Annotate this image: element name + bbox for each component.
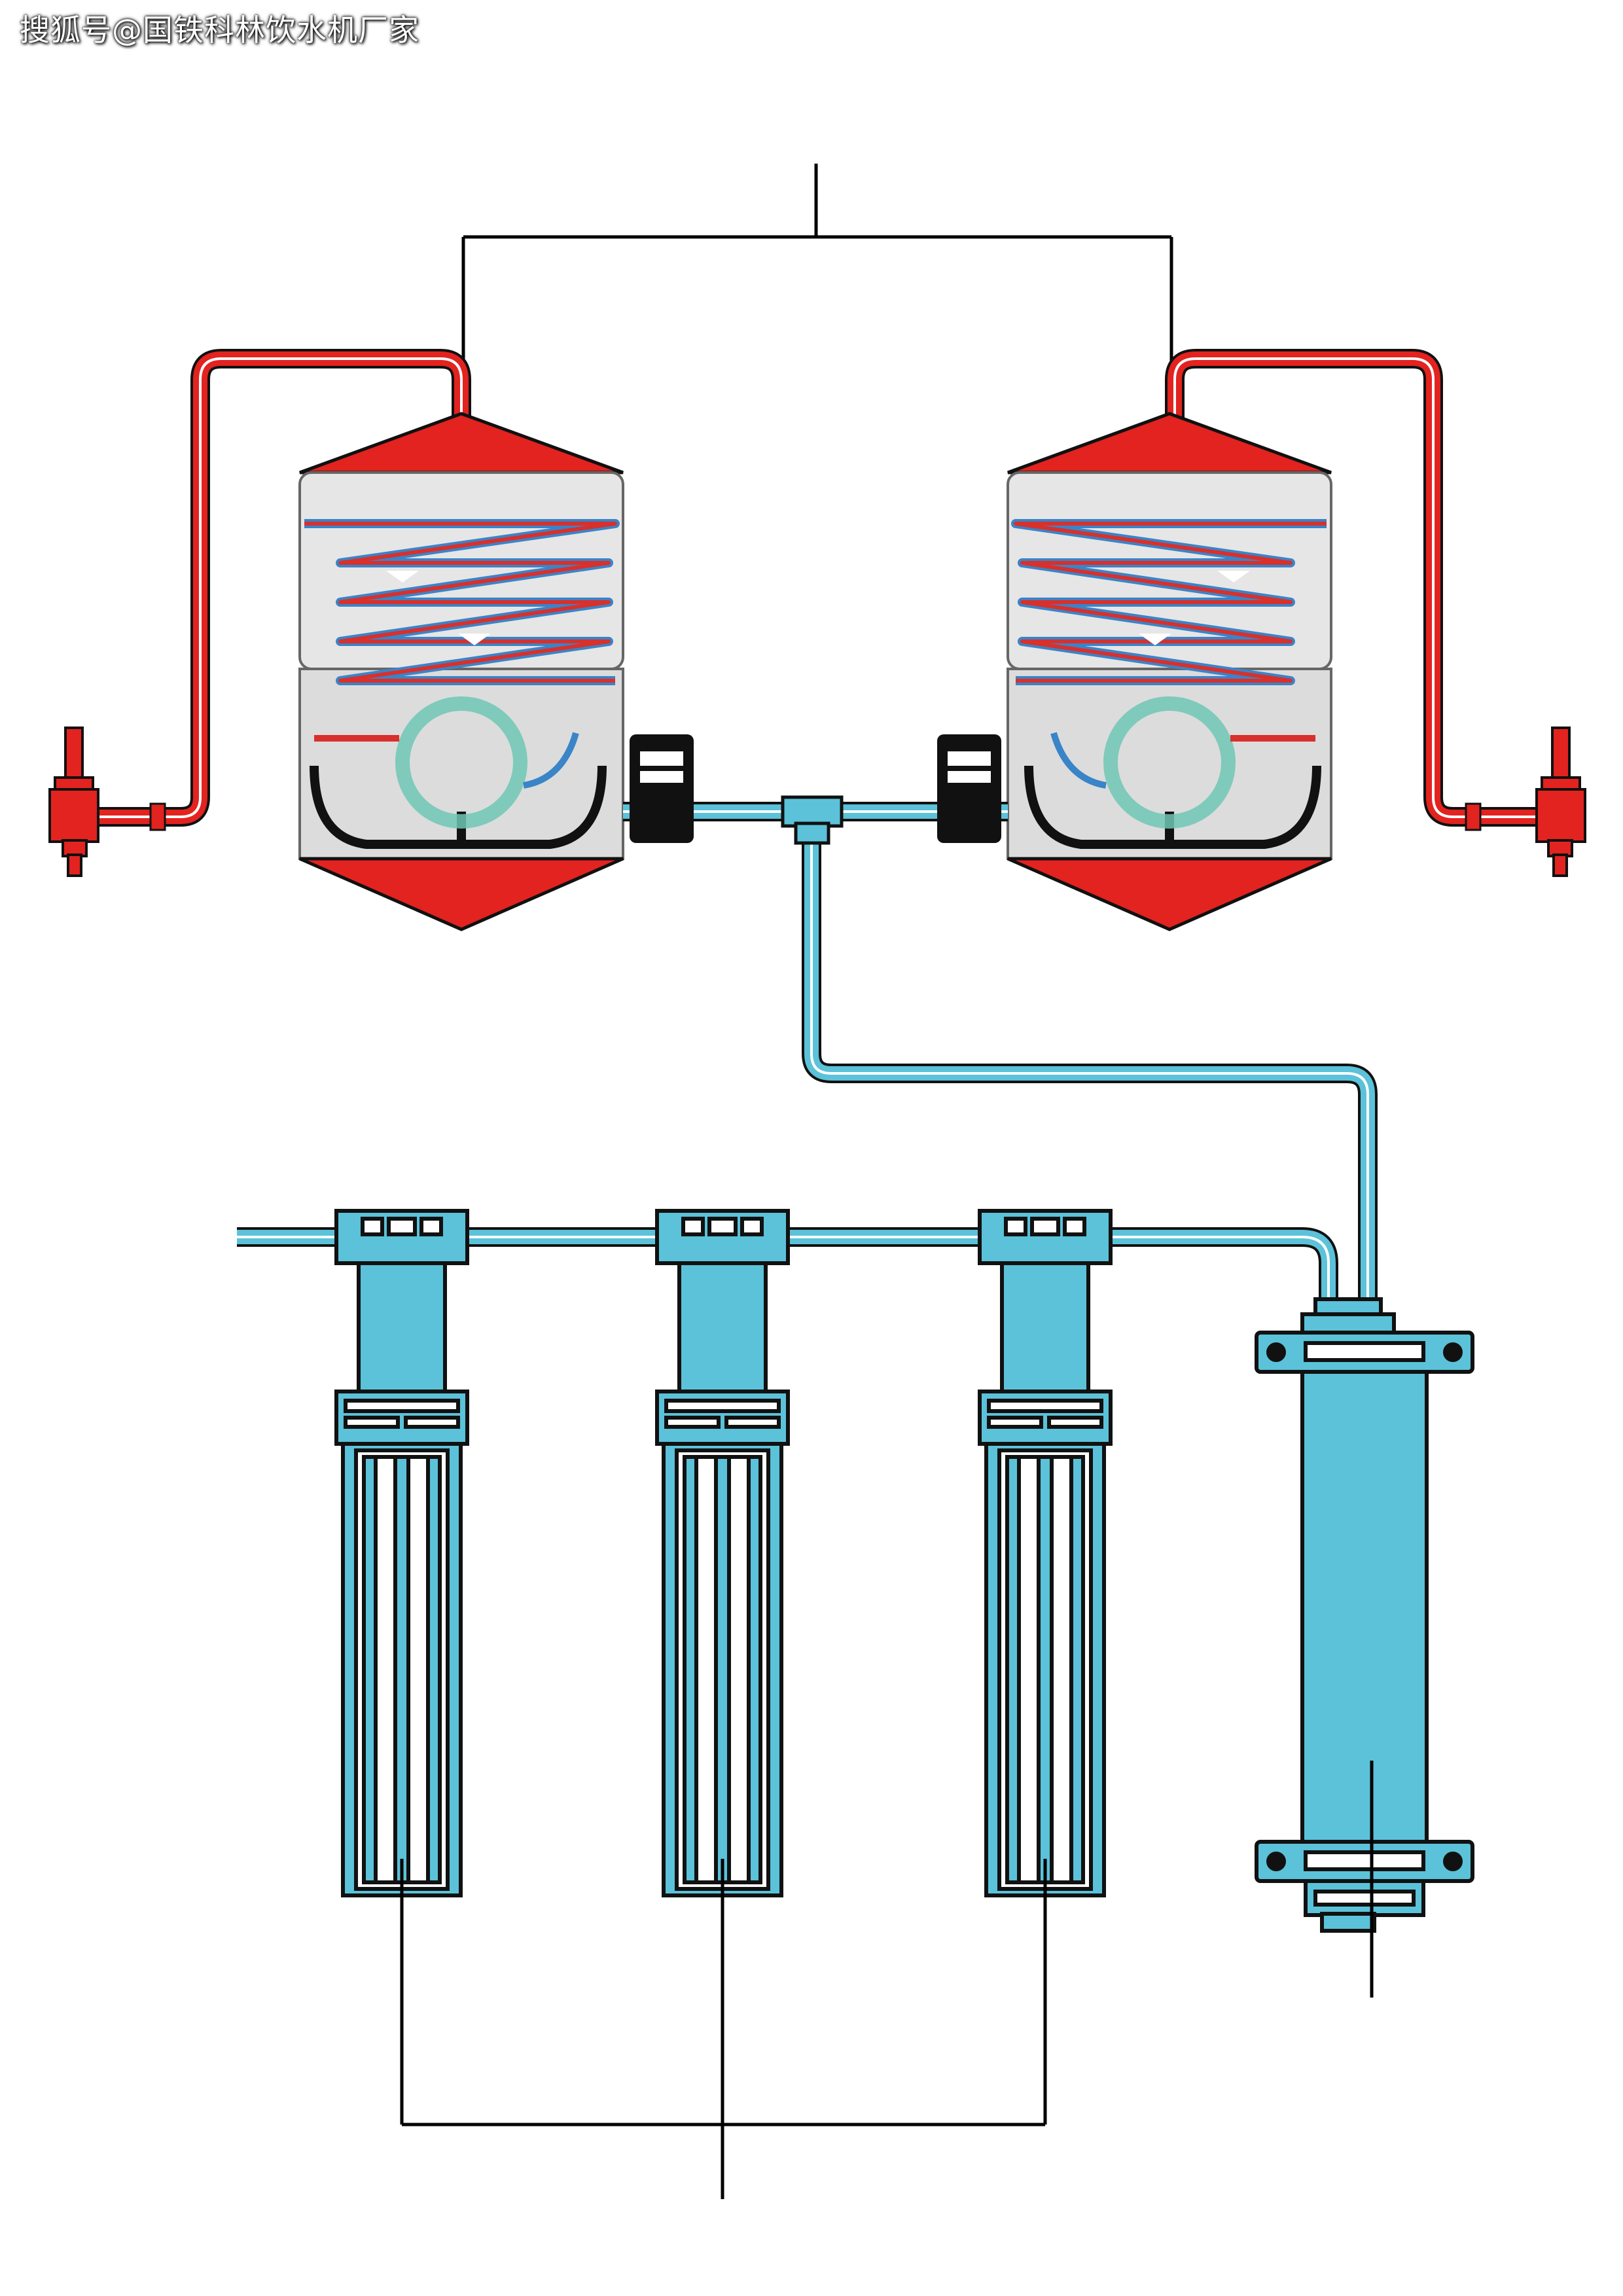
right-heater-tank <box>1007 412 1332 931</box>
filter-neck <box>1000 1261 1090 1393</box>
watermark-text: 搜狐号@国铁科林饮水机厂家 <box>20 12 419 48</box>
bottom-leader-lines <box>400 1761 1374 2199</box>
filter-neck <box>357 1261 447 1393</box>
prefilter-housing <box>655 1209 790 1897</box>
tee-fitting <box>781 795 844 845</box>
prefilter-housing <box>334 1209 469 1897</box>
left-solenoid-valve <box>630 734 694 843</box>
filter-neck <box>677 1261 768 1393</box>
membrane-housing <box>1255 1297 1474 1933</box>
prefilter-housing <box>978 1209 1113 1897</box>
left-heater-tank <box>298 412 624 931</box>
left-element-swirl <box>395 696 527 829</box>
hot-water-pipes <box>92 349 1539 831</box>
right-solenoid-valve <box>937 734 1001 843</box>
right-faucet <box>1535 726 1586 877</box>
right-element-swirl <box>1103 696 1236 829</box>
left-faucet <box>48 726 99 877</box>
